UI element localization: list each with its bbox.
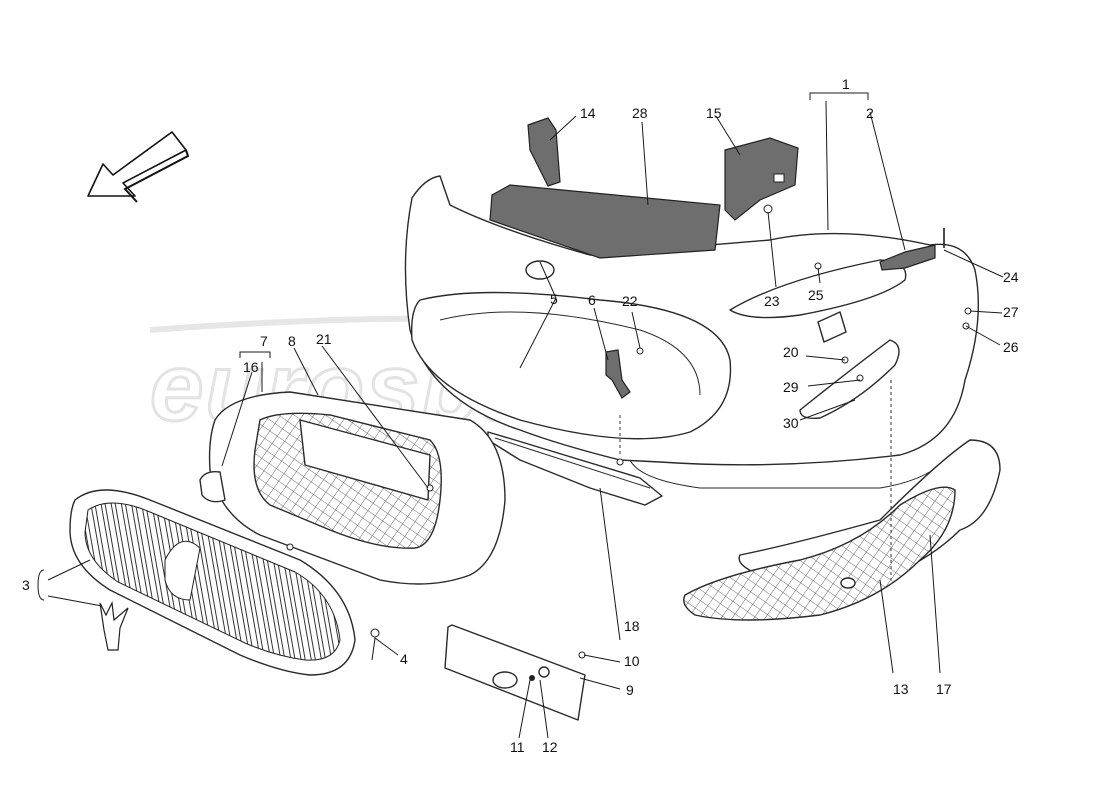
center-bracket bbox=[605, 349, 631, 399]
front-grille bbox=[69, 489, 356, 676]
callout-8: 8 bbox=[288, 333, 296, 349]
callout-24: 24 bbox=[1003, 269, 1019, 285]
callout-27: 27 bbox=[1003, 304, 1019, 320]
callout-10: 10 bbox=[624, 653, 640, 669]
callout-6: 6 bbox=[588, 292, 596, 308]
leader-lines bbox=[37, 92, 1004, 739]
callout-26: 26 bbox=[1003, 339, 1019, 355]
side-vent-grille bbox=[683, 439, 1001, 621]
callout-15: 15 bbox=[706, 105, 722, 121]
callout-23: 23 bbox=[764, 293, 780, 309]
callout-13: 13 bbox=[893, 681, 909, 697]
foam-absorber bbox=[489, 184, 721, 259]
callout-3: 3 bbox=[22, 577, 30, 593]
number-plate-holder bbox=[444, 624, 586, 721]
callout-12: 12 bbox=[542, 739, 558, 755]
bracket-left bbox=[527, 117, 561, 187]
callout-5: 5 bbox=[550, 291, 558, 307]
fasteners bbox=[286, 204, 972, 681]
callout-20: 20 bbox=[783, 344, 799, 360]
callout-28: 28 bbox=[632, 105, 648, 121]
air-duct bbox=[724, 137, 799, 221]
grille-frame bbox=[199, 391, 506, 585]
duct-label-patch bbox=[773, 173, 785, 183]
arrow-down-left-icon bbox=[87, 131, 190, 203]
trident-emblem bbox=[99, 600, 129, 651]
callout-25: 25 bbox=[808, 287, 824, 303]
callout-21: 21 bbox=[316, 331, 332, 347]
callout-9: 9 bbox=[626, 682, 634, 698]
callout-11: 11 bbox=[510, 739, 525, 755]
callout-22: 22 bbox=[622, 293, 638, 309]
callout-4: 4 bbox=[400, 651, 408, 667]
callout-7: 7 bbox=[260, 333, 268, 349]
callout-2: 2 bbox=[866, 105, 874, 121]
callout-18: 18 bbox=[624, 618, 640, 634]
callout-labels: 1 2 3 4 5 6 7 8 9 10 11 12 13 14 15 16 1… bbox=[22, 76, 1019, 755]
callout-29: 29 bbox=[783, 379, 799, 395]
side-bracket bbox=[879, 244, 936, 271]
callout-14: 14 bbox=[580, 105, 596, 121]
callout-16: 16 bbox=[243, 359, 259, 375]
callout-1: 1 bbox=[842, 76, 850, 92]
callout-17: 17 bbox=[936, 681, 952, 697]
front-bumper bbox=[404, 175, 980, 489]
callout-30: 30 bbox=[783, 415, 799, 431]
